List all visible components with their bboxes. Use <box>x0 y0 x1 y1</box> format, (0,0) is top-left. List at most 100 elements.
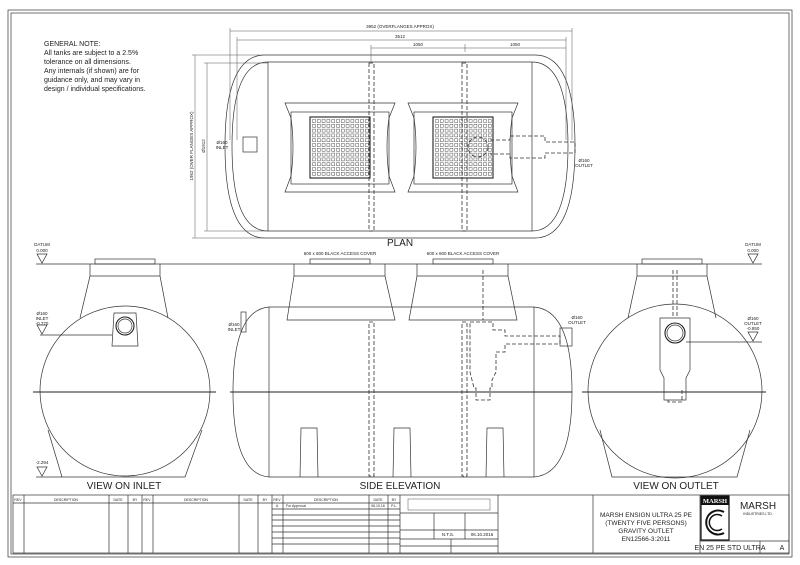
side-elevation-title: SIDE ELEVATION <box>360 481 441 492</box>
grid-hole <box>336 128 340 133</box>
grid-hole <box>454 167 458 171</box>
grid-hole <box>478 138 482 142</box>
grid-hole <box>355 128 359 133</box>
grid-hole <box>365 128 369 133</box>
grid-hole <box>360 124 364 128</box>
grid-hole <box>355 124 359 128</box>
grid-hole <box>350 119 355 123</box>
grid-hole <box>355 138 359 142</box>
note-line: All tanks are subject to a 2.5% <box>44 50 138 57</box>
grid-hole <box>331 167 335 171</box>
grid-hole <box>449 148 454 152</box>
grid-hole <box>444 167 449 171</box>
grid-hole <box>331 133 335 138</box>
rev-header: REV <box>273 498 281 502</box>
grid-hole <box>478 162 482 166</box>
date-header: DATE <box>243 498 253 502</box>
grid-hole <box>317 172 321 176</box>
title-line: MARSH ENSIGN ULTRA 25 PE <box>600 512 693 519</box>
scale-value: N.T.S. <box>442 532 454 537</box>
grid-hole <box>355 119 359 123</box>
grid-hole <box>312 119 316 123</box>
grid-hole <box>459 162 463 166</box>
grid-hole <box>435 152 439 157</box>
marsh-logo: MARSH <box>700 495 730 541</box>
grid-hole <box>459 148 463 152</box>
grid-hole <box>478 119 482 123</box>
grid-hole <box>464 138 468 142</box>
grid-hole <box>321 148 326 152</box>
grid-hole <box>317 124 321 128</box>
grid-hole <box>326 172 331 176</box>
revision-by: P.L. <box>391 504 397 508</box>
grid-hole <box>483 128 487 133</box>
grid-hole <box>440 124 444 128</box>
grid-hole <box>345 152 350 157</box>
grid-hole <box>435 119 439 123</box>
dim-diameter: Ø1912 <box>201 139 206 153</box>
dim-chamber-1: 1050 <box>413 42 424 47</box>
grid-hole <box>454 133 458 138</box>
grid-hole <box>488 152 492 157</box>
grid-hole <box>345 138 350 142</box>
grid-hole <box>488 162 492 166</box>
grid-hole <box>350 128 355 133</box>
grid-hole <box>345 157 350 162</box>
grid-hole <box>326 138 331 142</box>
grid-hole <box>312 148 316 152</box>
dim-body: 3512 <box>395 34 406 39</box>
grid-hole <box>365 119 369 123</box>
grid-hole <box>468 162 473 166</box>
access-grid-1 <box>309 116 371 179</box>
grid-hole <box>459 119 463 123</box>
grid-hole <box>341 157 345 162</box>
grid-hole <box>365 143 369 147</box>
date-header: DATE <box>113 498 123 502</box>
grid-hole <box>365 167 369 171</box>
title-line: (TWENTY FIVE PERSONS) <box>605 520 687 527</box>
grid-hole <box>478 124 482 128</box>
base-level-value: -2.294 <box>36 460 49 465</box>
grid-hole <box>473 124 478 128</box>
description-header: DESCRIPTION <box>54 498 78 502</box>
grid-hole <box>483 172 487 176</box>
grid-hole <box>317 128 321 133</box>
side-outlet-label: OUTLET <box>568 320 586 325</box>
grid-hole <box>355 133 359 138</box>
grid-hole <box>444 119 449 123</box>
grid-hole <box>350 124 355 128</box>
grid-hole <box>483 124 487 128</box>
grid-hole <box>483 152 487 157</box>
grid-hole <box>435 172 439 176</box>
grid-hole <box>473 152 478 157</box>
grid-hole <box>478 152 482 157</box>
grid-hole <box>336 124 340 128</box>
grid-hole <box>341 152 345 157</box>
grid-hole <box>449 157 454 162</box>
grid-hole <box>459 167 463 171</box>
grid-hole <box>449 167 454 171</box>
title-line: GRAVITY OUTLET <box>618 528 673 535</box>
grid-hole <box>468 157 473 162</box>
grid-hole <box>478 148 482 152</box>
grid-hole <box>321 162 326 166</box>
grid-hole <box>336 172 340 176</box>
grid-hole <box>454 148 458 152</box>
grid-hole <box>341 119 345 123</box>
grid-hole <box>459 138 463 142</box>
grid-hole <box>454 138 458 142</box>
grid-hole <box>317 152 321 157</box>
grid-hole <box>336 167 340 171</box>
grid-hole <box>336 157 340 162</box>
grid-hole <box>321 124 326 128</box>
grid-hole <box>355 162 359 166</box>
grid-hole <box>350 167 355 171</box>
grid-hole <box>360 167 364 171</box>
inlet-level-label: Ø160 <box>36 311 48 316</box>
grid-hole <box>331 143 335 147</box>
grid-hole <box>449 162 454 166</box>
grid-hole <box>365 133 369 138</box>
grid-hole <box>488 133 492 138</box>
grid-hole <box>435 148 439 152</box>
dim-overall: 3952 (OVERFLANGES APPROX) <box>366 24 434 29</box>
